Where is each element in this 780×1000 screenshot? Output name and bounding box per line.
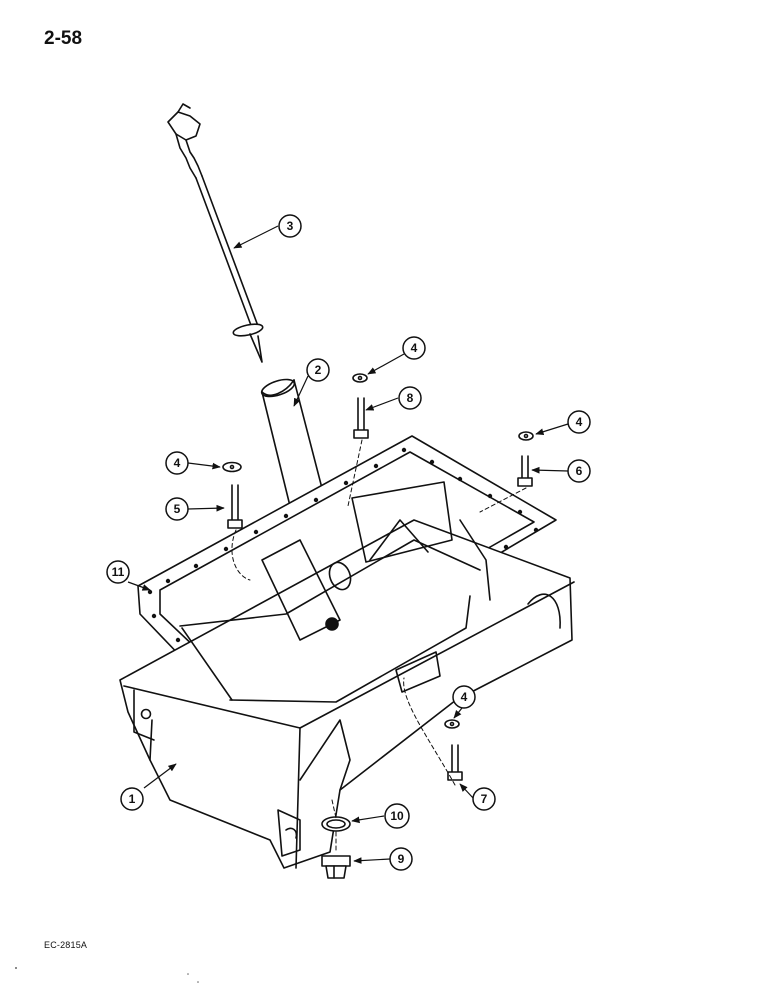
page-number: 2-58	[44, 28, 83, 49]
sealing-ring-part	[321, 816, 351, 832]
callout-5-marker: 5	[165, 497, 189, 521]
callout-11-label: 11	[112, 565, 125, 579]
callout-4c-marker: 4	[567, 410, 591, 434]
leader-lines	[127, 225, 569, 864]
drain-plug-part	[321, 855, 351, 879]
callout-5-label: 5	[174, 502, 181, 516]
scan-specks	[15, 967, 199, 983]
callout-6-marker: 6	[567, 459, 591, 483]
callout-4c-label: 4	[576, 415, 583, 429]
callout-1-marker: 1	[120, 787, 144, 811]
callout-7-marker: 7	[472, 787, 496, 811]
callout-2-label: 2	[315, 363, 322, 377]
oil-pan-part	[119, 481, 575, 869]
callout-4b-marker: 4	[165, 451, 189, 475]
callout-3-label: 3	[287, 219, 294, 233]
callout-4b-label: 4	[174, 456, 181, 470]
callout-11-marker: 11	[106, 560, 130, 584]
callout-8-marker: 8	[398, 386, 422, 410]
callout-7-label: 7	[481, 792, 488, 806]
callout-4a-label: 4	[411, 341, 418, 355]
callout-1-label: 1	[129, 792, 136, 806]
filler-tube-part	[260, 378, 325, 507]
washers-part	[222, 373, 534, 729]
callout-6-label: 6	[576, 464, 583, 478]
callout-4a-marker: 4	[402, 336, 426, 360]
figure-code: EC-2815A	[44, 940, 88, 950]
callout-8-label: 8	[407, 391, 414, 405]
callout-9-marker: 9	[389, 847, 413, 871]
callout-10-marker: 10	[384, 803, 410, 829]
callout-9-label: 9	[398, 852, 405, 866]
dipstick-part	[167, 103, 264, 363]
callout-3-marker: 3	[278, 214, 302, 238]
callout-4d-label: 4	[461, 690, 468, 704]
callout-4d-marker: 4	[452, 685, 476, 709]
callout-10-label: 10	[390, 809, 404, 823]
callout-2-marker: 2	[306, 358, 330, 382]
alignment-lines	[231, 439, 527, 853]
